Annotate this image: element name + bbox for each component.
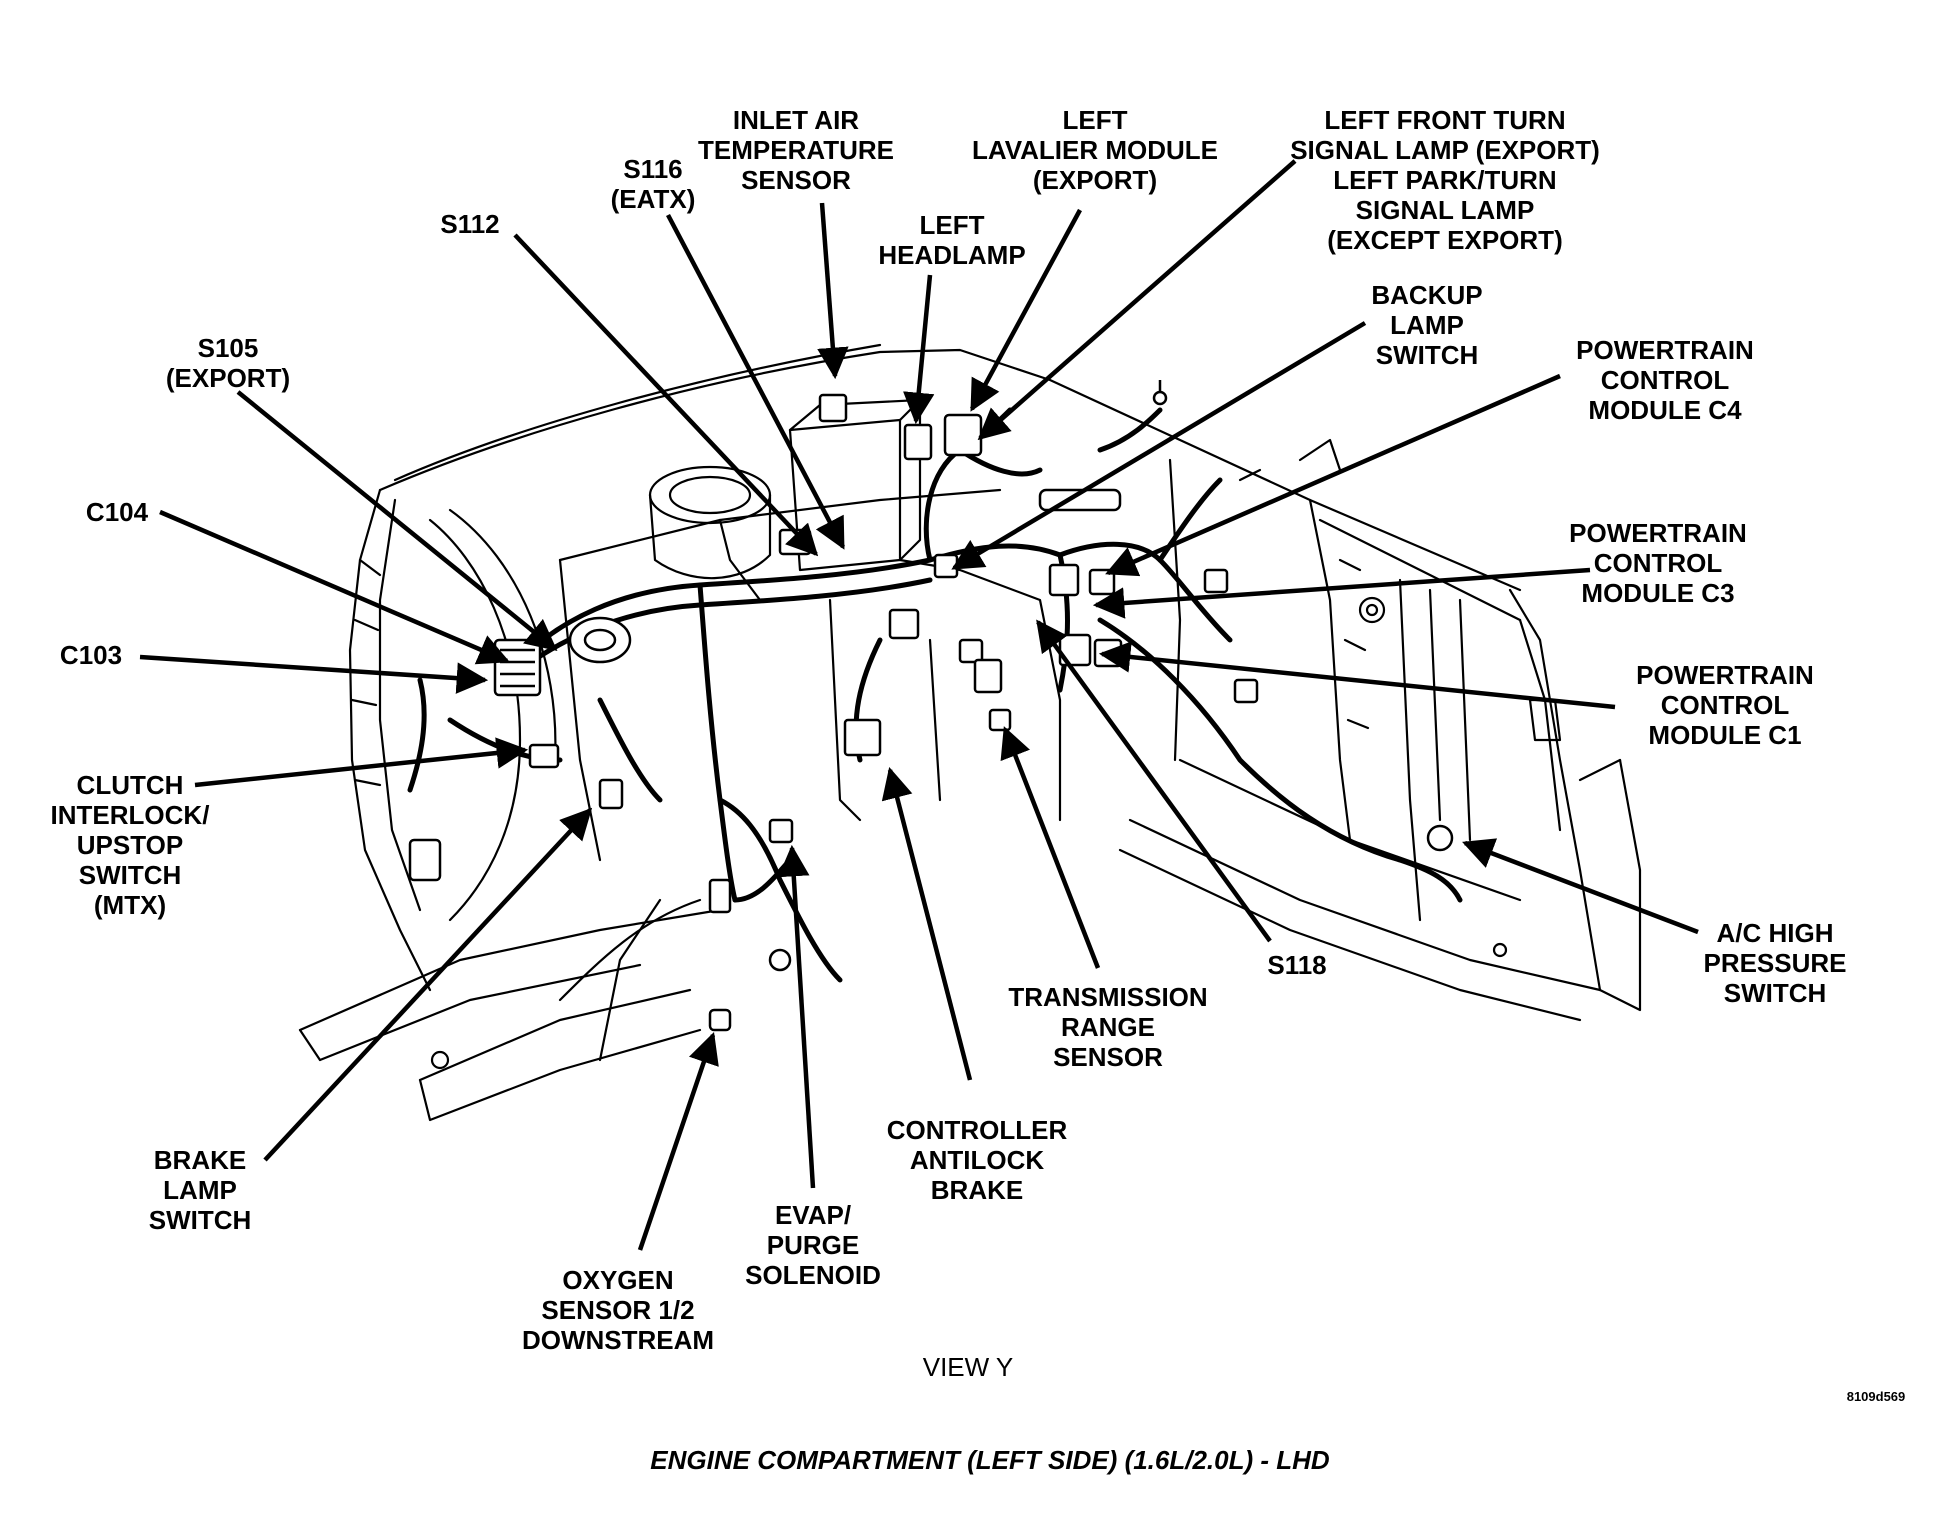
connectors: [408, 380, 1454, 1032]
body-structure: [298, 343, 1642, 1122]
figure-caption: ENGINE COMPARTMENT (LEFT SIDE) (1.6L/2.0…: [650, 1445, 1330, 1475]
label-c103: C103: [59, 640, 123, 670]
label-s118: S118: [1267, 950, 1327, 980]
figure-code: 8109d569: [1846, 1389, 1906, 1404]
label-s105: S105(EXPORT): [165, 333, 291, 393]
view-label: VIEW Y: [922, 1352, 1014, 1382]
label-s116: S116(EATX): [610, 154, 696, 214]
label-s112: S112: [440, 209, 500, 239]
leader-lines: [139, 159, 1699, 1251]
label-c104: C104: [85, 497, 149, 527]
